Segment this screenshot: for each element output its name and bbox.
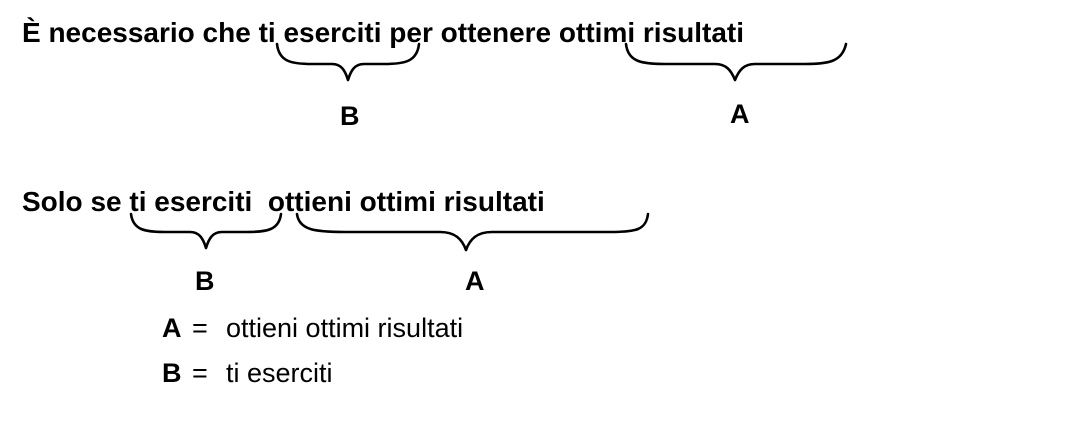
sentence-1: È necessario che ti eserciti per ottener… bbox=[22, 17, 744, 48]
definition-a-value: ottieni ottimi risultati bbox=[226, 313, 463, 343]
label-b-sentence-1: B bbox=[340, 101, 360, 131]
brace-a-sentence-1 bbox=[624, 42, 848, 82]
brace-b-sentence-2 bbox=[129, 212, 283, 250]
label-b-sentence-2: B bbox=[195, 266, 215, 296]
definition-a-key: A bbox=[162, 313, 182, 343]
definition-a-equals: = bbox=[192, 313, 208, 343]
definition-b-key: B bbox=[162, 358, 182, 388]
brace-b-sentence-1 bbox=[275, 42, 421, 82]
brace-a-sentence-2 bbox=[295, 212, 650, 252]
sentence-2: Solo se ti eserciti ottieni ottimi risul… bbox=[22, 186, 545, 217]
definition-b-value: ti eserciti bbox=[226, 358, 333, 388]
definition-b: B = ti eserciti bbox=[162, 358, 333, 388]
label-a-sentence-2: A bbox=[465, 266, 485, 296]
definition-b-equals: = bbox=[192, 358, 208, 388]
label-a-sentence-1: A bbox=[730, 99, 750, 129]
definition-a: A = ottieni ottimi risultati bbox=[162, 313, 463, 343]
